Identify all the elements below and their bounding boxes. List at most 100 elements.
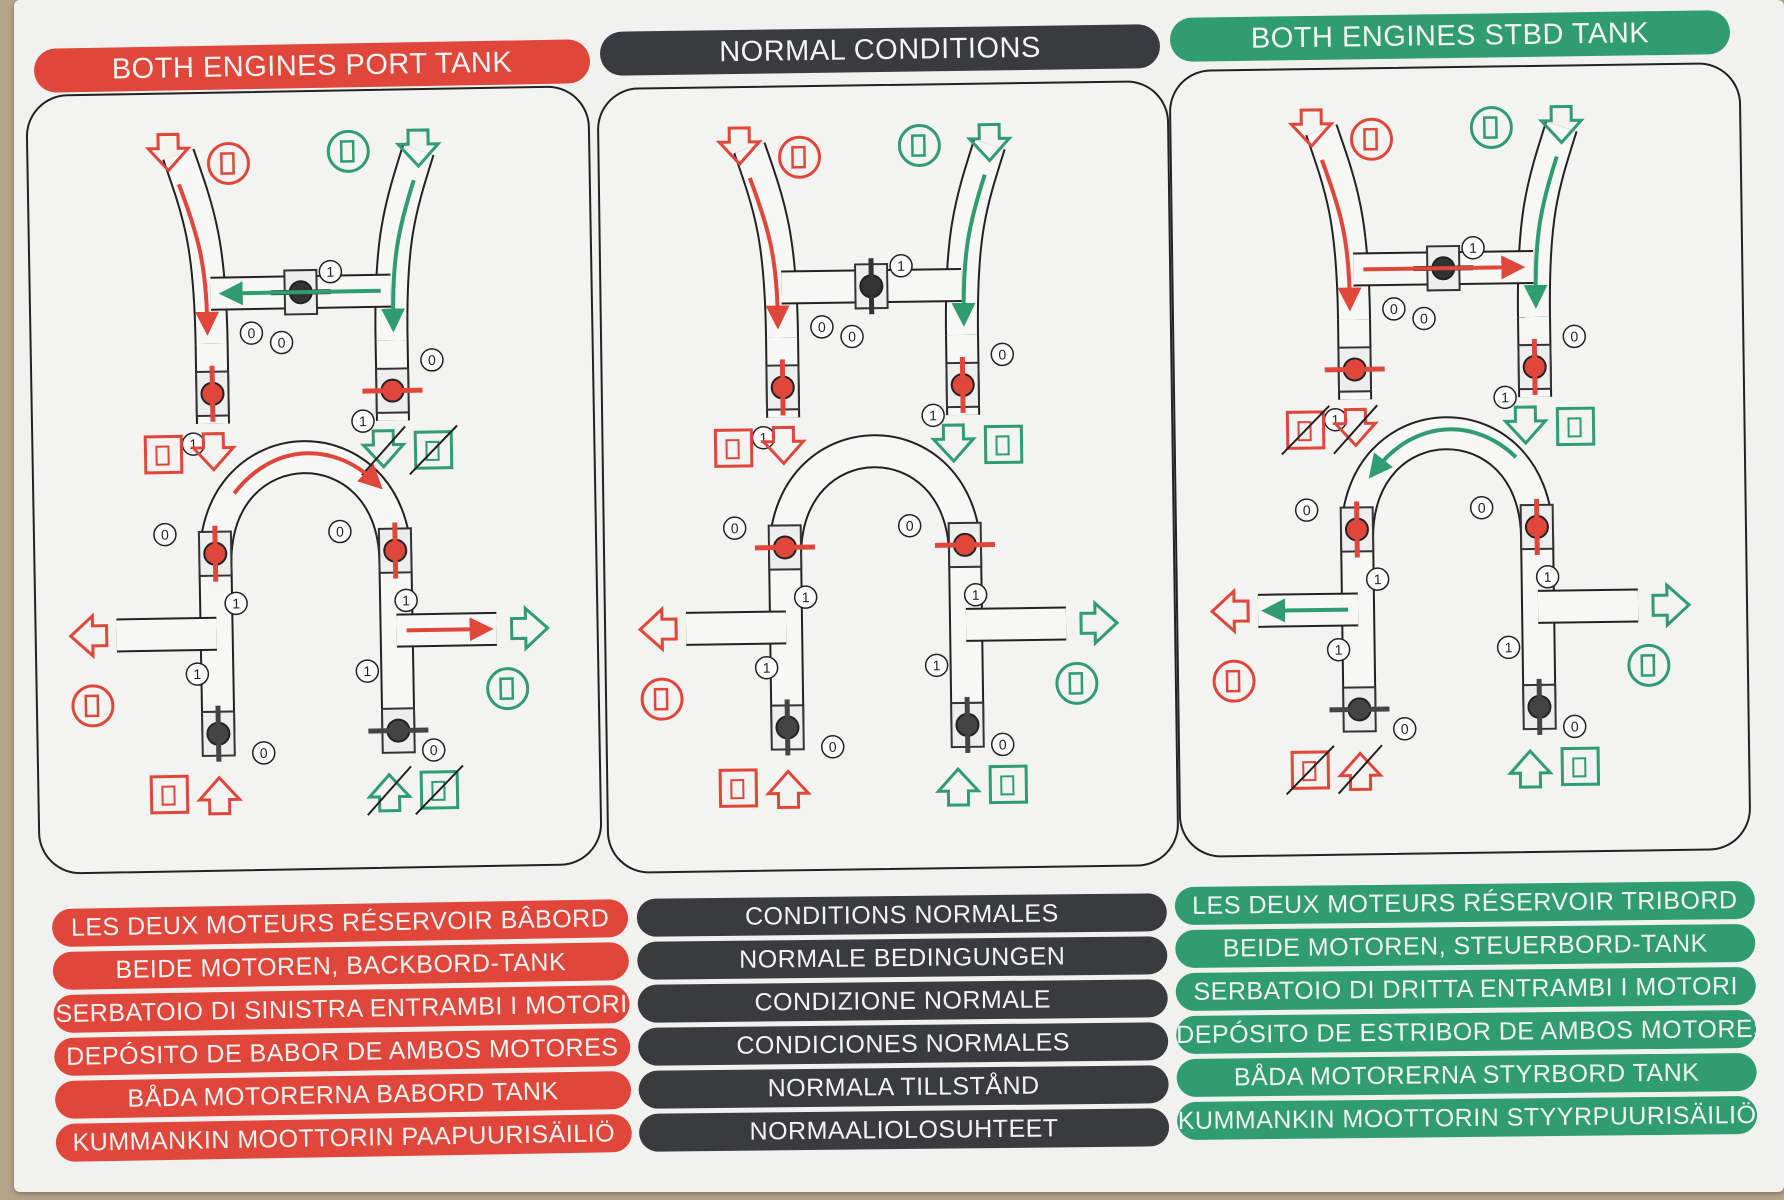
translation-port-3: DEPÓSITO DE BABOR DE AMBOS MOTORES xyxy=(54,1027,631,1077)
valve-marker-closed: 0 xyxy=(1478,500,1486,516)
crossed-out-mark xyxy=(1281,405,1330,456)
port-return-tank-valve-handle xyxy=(1329,706,1390,713)
valve-marker-open: 1 xyxy=(802,589,810,605)
valve-marker-circle xyxy=(1535,565,1560,589)
stbd-return-valve-handle xyxy=(934,542,995,548)
valve-marker-circle xyxy=(963,583,988,607)
stbd-outlet-valve-handle xyxy=(959,356,966,413)
stbd-outlet-valve-handle xyxy=(362,387,423,394)
fuel-pump-body xyxy=(1225,669,1241,693)
fuel-pump-icon xyxy=(640,677,684,721)
fuel-pump-body xyxy=(1482,116,1498,139)
valve-marker-open: 1 xyxy=(972,587,980,603)
arrow-down-icon xyxy=(1537,104,1585,145)
fuel-pump-body xyxy=(653,687,669,711)
valve-marker-circle xyxy=(153,522,177,547)
crossed-out-mark xyxy=(415,764,464,815)
valve-marker-circle xyxy=(1469,495,1494,520)
valve-marker-open: 1 xyxy=(897,258,905,274)
valve-marker-closed: 0 xyxy=(829,739,837,755)
valve-marker-closed: 0 xyxy=(818,319,826,335)
translation-normal-2: CONDIZIONE NORMALE xyxy=(637,979,1168,1023)
flow-arrow xyxy=(1368,427,1518,479)
port-outlet-valve-handle xyxy=(1324,366,1385,373)
valve-marker-closed: 0 xyxy=(848,328,856,344)
valve-marker-circle xyxy=(394,588,418,613)
flow-arrow xyxy=(747,177,790,330)
valve-marker-circle xyxy=(351,409,375,433)
translation-stbd-4: BÅDA MOTORERNA STYRBORD TANK xyxy=(1176,1052,1757,1098)
valve-marker-open: 1 xyxy=(1374,571,1382,587)
arrow-down-icon xyxy=(394,128,442,169)
valve-marker-circle xyxy=(1412,306,1436,331)
stbd-return-valve-handle xyxy=(392,522,399,579)
valve-marker-circle xyxy=(897,513,922,538)
valve-marker-circle xyxy=(990,732,1015,757)
port-outlet-valve-handle xyxy=(209,365,216,422)
fuel-tank-pump xyxy=(1567,417,1582,438)
pipe-port-supply xyxy=(1307,124,1370,320)
valve-marker-closed: 0 xyxy=(278,334,286,350)
fuel-tank-icon xyxy=(988,764,1029,805)
flow-arrow xyxy=(406,617,494,642)
translation-normal-3: CONDICIONES NORMALES xyxy=(638,1022,1169,1066)
valve-marker-open: 1 xyxy=(193,666,201,682)
translation-port-2: SERBATOIO DI SINISTRA ENTRAMBI I MOTORI xyxy=(53,984,630,1034)
pipe-port-engine xyxy=(116,618,217,651)
fuel-pump-body xyxy=(1363,127,1378,151)
fuel-tank-icon xyxy=(718,768,759,808)
fuel-pump-body xyxy=(339,139,355,163)
fuel-tank-icon xyxy=(713,428,754,468)
valve-marker-circle xyxy=(224,591,248,616)
valve-marker-closed: 0 xyxy=(1570,328,1578,344)
header-normal-conditions: NORMAL CONDITIONS xyxy=(599,24,1161,76)
valve-marker-circle xyxy=(921,403,945,428)
valve-marker-closed: 0 xyxy=(731,520,739,536)
translation-port-4: BÅDA MOTORERNA BABORD TANK xyxy=(54,1070,632,1120)
fuel-valve-instruction-label: BOTH ENGINES PORT TANK NORMAL CONDITIONS… xyxy=(14,0,1784,1192)
fuel-pump-body xyxy=(910,134,926,157)
crossed-out-mark xyxy=(367,765,412,816)
translation-normal-0: CONDITIONS NORMALES xyxy=(636,893,1168,937)
valve-marker-circle xyxy=(1496,635,1521,660)
flow-arrow xyxy=(1363,255,1526,280)
port-return-valve-handle xyxy=(754,544,816,551)
valve-marker-circle xyxy=(318,259,343,284)
valve-marker-open: 1 xyxy=(1469,240,1477,256)
valve-marker-closed: 0 xyxy=(998,346,1006,362)
translation-port-0: LES DEUX MOTEURS RÉSERVOIR BÂBORD xyxy=(51,898,629,948)
valve-marker-circle xyxy=(421,738,446,762)
valve-marker-closed: 0 xyxy=(906,518,914,534)
valve-marker-open: 1 xyxy=(189,436,197,452)
valve-marker-circle xyxy=(793,585,818,609)
arrow-down-icon xyxy=(144,132,192,173)
arrow-right-icon xyxy=(509,604,550,652)
valve-marker-open: 1 xyxy=(933,657,941,673)
fuel-tank-icon xyxy=(1555,406,1596,447)
fuel-tank-pump xyxy=(1572,757,1587,778)
valve-marker-closed: 0 xyxy=(999,736,1007,752)
fuel-tank-pump xyxy=(161,785,176,806)
valve-marker-circle xyxy=(1294,498,1319,522)
valve-marker-closed: 0 xyxy=(1303,502,1311,518)
fuel-pump-icon xyxy=(1212,659,1256,703)
fuel-pump-body xyxy=(791,145,806,169)
valve-marker-closed: 0 xyxy=(260,745,268,761)
stbd-return-valve-handle xyxy=(1534,498,1540,555)
fuel-pump-icon xyxy=(1469,106,1513,150)
valve-marker-circle xyxy=(722,516,747,540)
valve-marker-circle xyxy=(269,330,294,355)
valve-marker-circle xyxy=(1461,236,1485,260)
valve-marker-circle xyxy=(1493,385,1517,410)
flow-arrow xyxy=(232,451,383,495)
valve-marker-circle xyxy=(1562,324,1587,349)
port-return-valve-handle xyxy=(1354,501,1360,558)
valve-marker-circle xyxy=(328,519,352,544)
arrow-up-icon xyxy=(1337,751,1384,792)
fuel-tank-icon xyxy=(1560,746,1601,787)
valve-marker-circle xyxy=(239,321,264,345)
valve-marker-circle xyxy=(252,741,276,765)
